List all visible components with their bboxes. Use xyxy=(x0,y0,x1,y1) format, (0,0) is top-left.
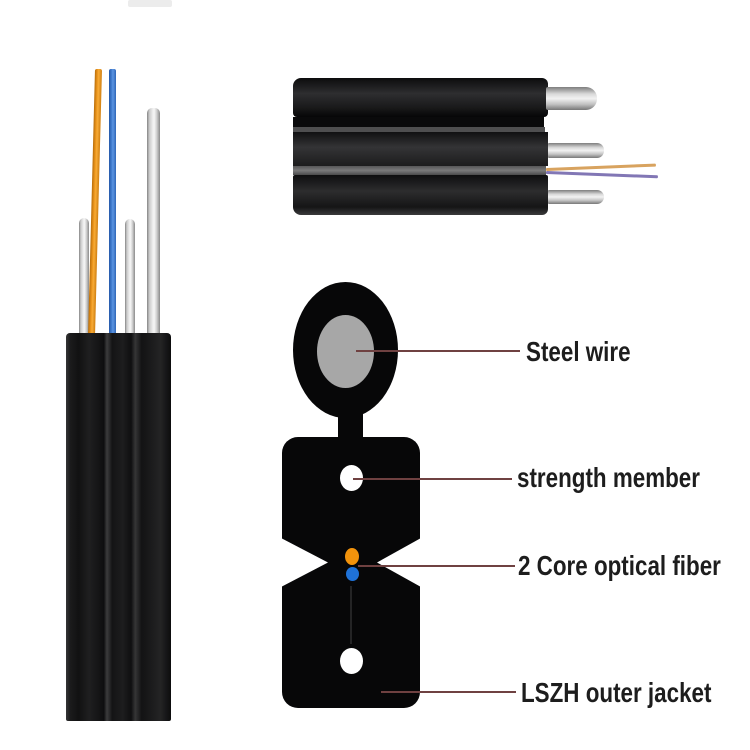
orange-fiber-strand xyxy=(87,68,102,339)
blue-fiber-strand xyxy=(109,69,116,340)
messenger-steel-wire xyxy=(147,108,160,343)
leader-line-optical-fiber xyxy=(358,565,515,567)
strength-wire-end-bottom xyxy=(548,190,604,204)
label-strength-member: strength member xyxy=(517,462,700,493)
optical-fiber-orange-end xyxy=(545,163,656,171)
optical-fiber-blue-dot xyxy=(346,567,359,581)
optical-fiber-orange-dot xyxy=(345,548,359,565)
label-optical-fiber: 2 Core optical fiber xyxy=(518,550,721,581)
leader-line-steel-wire xyxy=(356,350,520,352)
strength-wire-left xyxy=(79,218,89,338)
web-groove xyxy=(293,117,544,127)
strength-wire-end-top xyxy=(548,143,604,158)
label-steel-wire: Steel wire xyxy=(526,336,631,367)
messenger-section xyxy=(293,78,548,117)
jacket-lower-section xyxy=(293,175,548,215)
groove-highlight xyxy=(293,127,545,132)
leader-line-outer-jacket xyxy=(381,691,516,693)
leader-line-strength-member xyxy=(353,478,512,480)
optical-fiber-purple-end xyxy=(545,171,658,179)
jacket-upper-section xyxy=(293,132,548,166)
strength-member-hole-top xyxy=(340,465,363,491)
watermark-remnant xyxy=(128,0,172,7)
fiber-slot-stripe xyxy=(293,166,546,175)
label-outer-jacket: LSZH outer jacket xyxy=(521,677,712,708)
messenger-steel-wire-end xyxy=(546,87,597,110)
center-seam xyxy=(350,586,352,644)
strength-member-hole-bottom xyxy=(340,648,363,674)
cable-jacket-vertical xyxy=(66,333,171,721)
strength-wire-right xyxy=(125,219,135,340)
